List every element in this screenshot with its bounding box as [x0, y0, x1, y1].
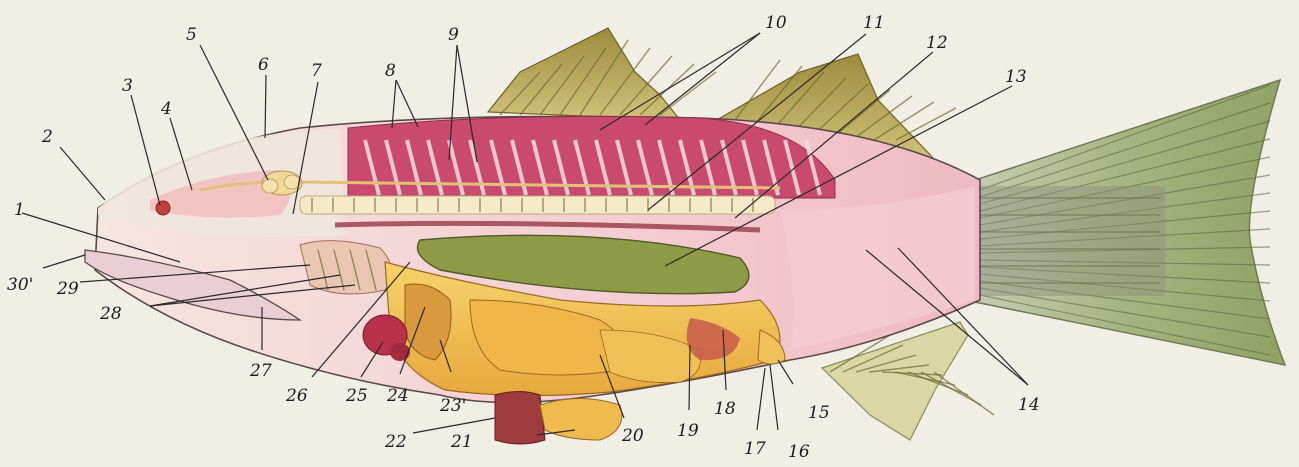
caudal-fin: [960, 80, 1285, 365]
vertebral-column: [300, 196, 775, 214]
label-9: 9: [448, 25, 459, 45]
label-25: 25: [345, 386, 368, 406]
label-18: 18: [714, 399, 736, 419]
label-12: 12: [926, 33, 948, 53]
label-4: 4: [160, 99, 172, 119]
label-21: 21: [450, 432, 473, 452]
label-15: 15: [808, 403, 830, 423]
label-2: 2: [41, 127, 53, 147]
label-13: 13: [1005, 67, 1027, 87]
label-26: 26: [285, 386, 308, 406]
label-11: 11: [863, 13, 885, 33]
label-19: 19: [677, 421, 699, 441]
dorsal-fin-spiny: [488, 28, 680, 120]
label-20: 20: [621, 426, 644, 446]
dorsal-fin-ray: [896, 108, 956, 140]
label-28: 28: [99, 304, 122, 324]
label-24: 24: [386, 386, 409, 406]
label-10: 10: [765, 13, 787, 33]
label-30p: 30': [7, 275, 33, 295]
label-23p: 23': [439, 396, 466, 416]
label-22: 22: [384, 432, 407, 452]
label-6: 6: [258, 55, 269, 75]
label-17: 17: [744, 439, 766, 459]
label-14: 14: [1018, 395, 1040, 415]
anal-fin-ray: [934, 372, 994, 415]
label-27: 27: [249, 361, 272, 381]
dorsal-fin-ray: [660, 72, 716, 115]
label-1: 1: [14, 200, 25, 220]
label-8: 8: [385, 61, 396, 81]
caudal-peduncle: [780, 186, 975, 350]
label-16: 16: [788, 442, 810, 462]
label-7: 7: [311, 61, 322, 81]
label-3: 3: [122, 76, 133, 96]
brain: [262, 171, 302, 195]
nostril-organ: [156, 201, 170, 215]
label-29: 29: [56, 279, 79, 299]
label-5: 5: [186, 25, 197, 45]
